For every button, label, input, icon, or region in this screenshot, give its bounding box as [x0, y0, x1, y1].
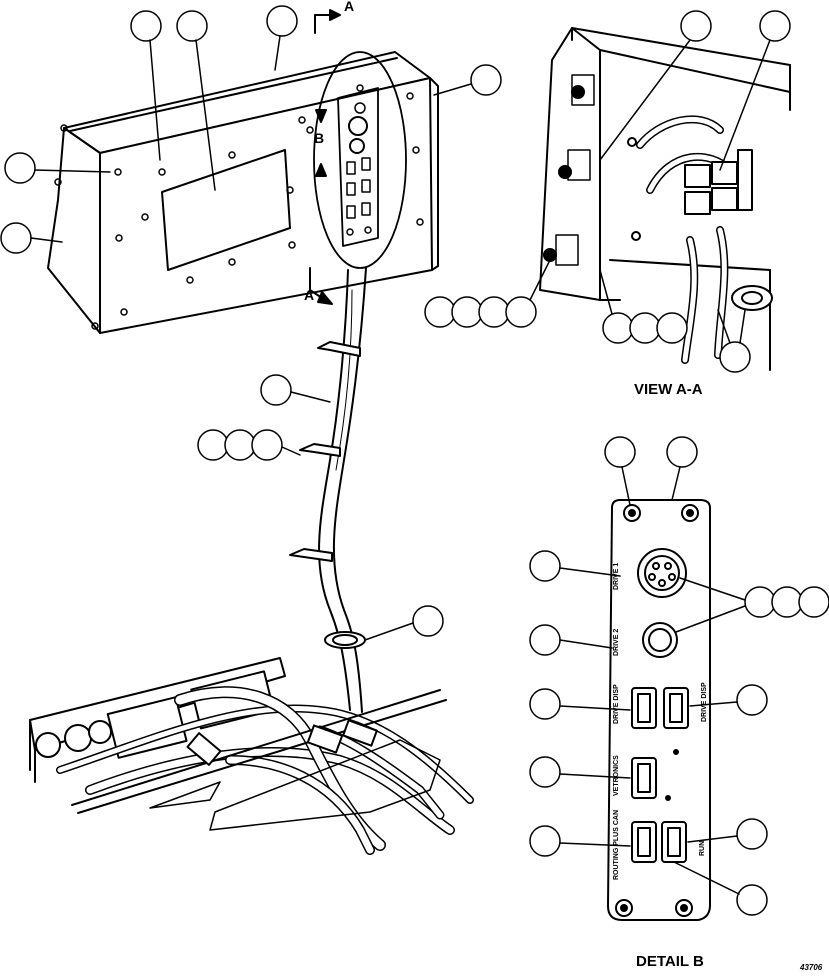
panel-label-drive1: DRIVE 1: [613, 563, 620, 590]
callout-balloon: [680, 10, 712, 42]
callout-balloon: [771, 586, 803, 618]
callout-balloon: [736, 884, 768, 916]
callout-balloon: [604, 436, 636, 468]
detail-b-drawing: [607, 499, 711, 921]
callout-balloon: [412, 605, 444, 637]
callout-balloon: [529, 550, 561, 582]
callout-balloon: [666, 436, 698, 468]
callouts: [0, 5, 829, 916]
callout-balloon: [529, 624, 561, 656]
lower-assembly: [29, 657, 474, 855]
callout-balloon: [529, 688, 561, 720]
callout-balloon: [130, 10, 162, 42]
callout-balloon: [478, 296, 510, 328]
panel-label-routing: ROUTING PLUS CAN: [613, 810, 620, 880]
callout-balloon: [424, 296, 456, 328]
callout-balloon: [197, 429, 229, 461]
callout-balloon: [719, 341, 751, 373]
callout-balloon: [251, 429, 283, 461]
callout-balloon: [451, 296, 483, 328]
callout-balloon: [736, 818, 768, 850]
section-letter-b: B: [314, 130, 325, 146]
callout-balloon: [602, 312, 634, 344]
callout-balloon: [176, 10, 208, 42]
callout-balloon: [260, 374, 292, 406]
callout-balloon: [798, 586, 829, 618]
panel-label-drive-disp-2: DRIVE DISP: [701, 682, 708, 722]
section-letter-a-bottom: A: [304, 287, 315, 303]
callout-balloon: [629, 312, 661, 344]
callout-balloon: [224, 429, 256, 461]
section-letter-a-top: A: [344, 0, 355, 14]
callout-balloon: [736, 684, 768, 716]
callout-balloon: [759, 10, 791, 42]
view-a-a-title: VIEW A-A: [634, 381, 703, 398]
cable-harness: [289, 267, 367, 713]
panel-label-drive2: DRIVE 2: [613, 629, 620, 656]
panel-label-vetronics: VETRONICS: [613, 755, 620, 796]
section-arrow-b: [315, 109, 327, 177]
figure-number: 43706: [800, 963, 823, 972]
callout-balloon: [505, 296, 537, 328]
callout-balloon: [470, 64, 502, 96]
section-arrow-bottom: [309, 267, 333, 305]
callout-balloon: [4, 152, 36, 184]
panel-label-run: RUN: [699, 841, 706, 856]
panel-label-drive-disp-1: DRIVE DISP: [613, 684, 620, 724]
callout-balloon: [529, 825, 561, 857]
section-arrow-top: [314, 9, 341, 34]
callout-balloon: [529, 756, 561, 788]
detail-b-title: DETAIL B: [636, 953, 704, 970]
view-a-a-drawing: [539, 27, 791, 371]
callout-balloon: [744, 586, 776, 618]
control-box: [47, 51, 439, 334]
callout-balloon: [266, 5, 298, 37]
callout-balloon: [0, 222, 32, 254]
callout-balloon: [656, 312, 688, 344]
